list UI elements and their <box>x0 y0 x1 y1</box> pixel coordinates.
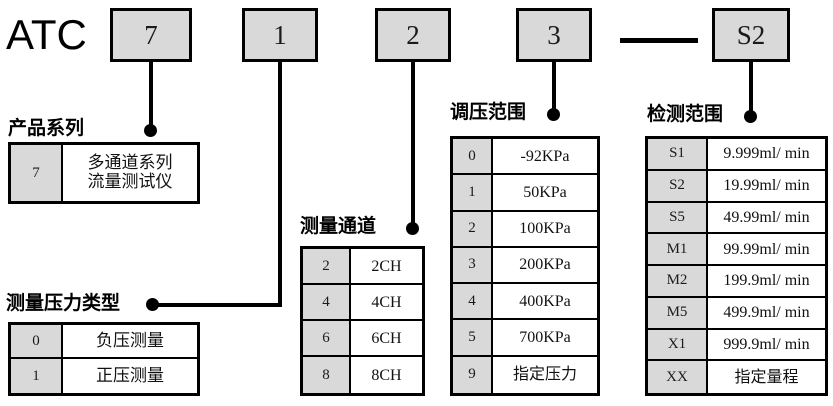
row-description: 6CH <box>351 321 422 355</box>
row-code: M5 <box>648 297 708 328</box>
row-code: 2 <box>303 249 351 283</box>
caption-detection-range: 检测范围 <box>647 104 724 125</box>
row-description: 100KPa <box>493 211 597 246</box>
row-code: XX <box>648 361 708 393</box>
row-description: 19.99ml/ min <box>708 170 825 201</box>
code-box-value: 7 <box>144 19 158 50</box>
row-description: -92KPa <box>493 139 597 174</box>
leader-line-pressure-type-vertical <box>278 62 282 305</box>
row-code: M2 <box>648 266 708 296</box>
row-code: 7 <box>11 145 63 201</box>
row-code: S2 <box>648 170 708 201</box>
leader-dot-detection-range <box>744 110 757 123</box>
row-code: 3 <box>453 247 493 283</box>
row-description: 49.99ml/ min <box>708 202 825 233</box>
row-description: 指定压力 <box>493 356 597 393</box>
row-description: 50KPa <box>493 175 597 210</box>
code-box-value: S2 <box>736 19 766 50</box>
row-code: 6 <box>303 321 351 355</box>
leader-line-product-series <box>149 62 153 128</box>
caption-channels: 测量通道 <box>300 216 377 237</box>
code-box-detection-range: S2 <box>712 8 790 62</box>
row-description: 多通道系列流量测试仪 <box>63 145 197 201</box>
table-row: 0-92KPa <box>453 139 597 176</box>
row-code: 1 <box>11 359 63 393</box>
row-code: S5 <box>648 202 708 233</box>
row-description: 9.999ml/ min <box>708 139 825 169</box>
code-box-pressure-range: 3 <box>516 8 592 62</box>
row-description: 700KPa <box>493 320 597 355</box>
row-description: 4CH <box>351 285 422 319</box>
row-code: 8 <box>303 357 351 393</box>
caption-product-series: 产品系列 <box>8 118 85 139</box>
row-code: 0 <box>11 325 63 357</box>
code-box-value: 2 <box>406 19 420 50</box>
row-description: 8CH <box>351 357 422 393</box>
row-description: 2CH <box>351 249 422 283</box>
leader-dot-channels <box>406 222 419 235</box>
code-box-value: 3 <box>547 19 561 50</box>
code-box-channels: 2 <box>375 8 451 62</box>
leader-dot-pressure-type <box>146 298 159 311</box>
row-description: 200KPa <box>493 247 597 283</box>
row-code: 9 <box>453 356 493 393</box>
row-description: 499.9ml/ min <box>708 297 825 328</box>
code-box-product-series: 7 <box>110 8 192 62</box>
leader-line-detection-range <box>749 62 753 114</box>
row-code: 5 <box>453 320 493 355</box>
row-description: 正压测量 <box>63 359 197 393</box>
code-separator-dash <box>620 38 698 43</box>
row-description: 99.99ml/ min <box>708 234 825 264</box>
row-code: 2 <box>453 211 493 246</box>
code-box-value: 1 <box>273 19 287 50</box>
row-description: 指定量程 <box>708 361 825 393</box>
row-description: 199.9ml/ min <box>708 266 825 296</box>
row-code: X1 <box>648 329 708 360</box>
row-description: 负压测量 <box>63 325 197 357</box>
leader-line-channels <box>411 62 415 226</box>
row-code: 4 <box>303 285 351 319</box>
row-code: 0 <box>453 139 493 174</box>
row-code: S1 <box>648 139 708 169</box>
caption-pressure-range: 调压范围 <box>450 102 527 123</box>
leader-line-pressure-type-horizontal <box>152 303 282 307</box>
code-box-pressure-type: 1 <box>242 8 318 62</box>
row-description: 999.9ml/ min <box>708 329 825 360</box>
row-code: 1 <box>453 175 493 210</box>
row-code: M1 <box>648 234 708 264</box>
row-description: 400KPa <box>493 284 597 319</box>
row-code: 4 <box>453 284 493 319</box>
leader-dot-product-series <box>144 124 157 137</box>
caption-pressure-type: 测量压力类型 <box>6 293 121 314</box>
model-prefix-label: ATC <box>6 11 87 58</box>
leader-dot-pressure-range <box>547 108 560 121</box>
leader-line-pressure-range <box>552 62 556 112</box>
